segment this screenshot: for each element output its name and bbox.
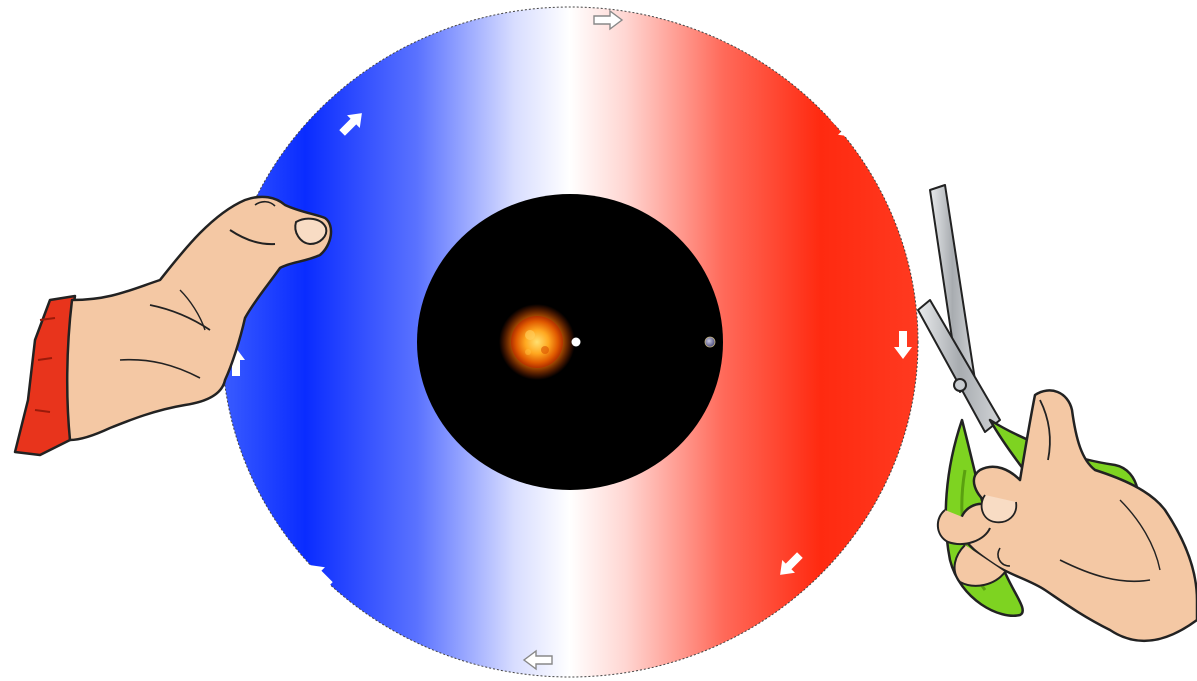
hand-holding-scissors-icon: [918, 185, 1197, 641]
sun-icon: [499, 304, 575, 380]
star-dot-icon: [572, 338, 581, 347]
planet-icon: [705, 337, 715, 347]
